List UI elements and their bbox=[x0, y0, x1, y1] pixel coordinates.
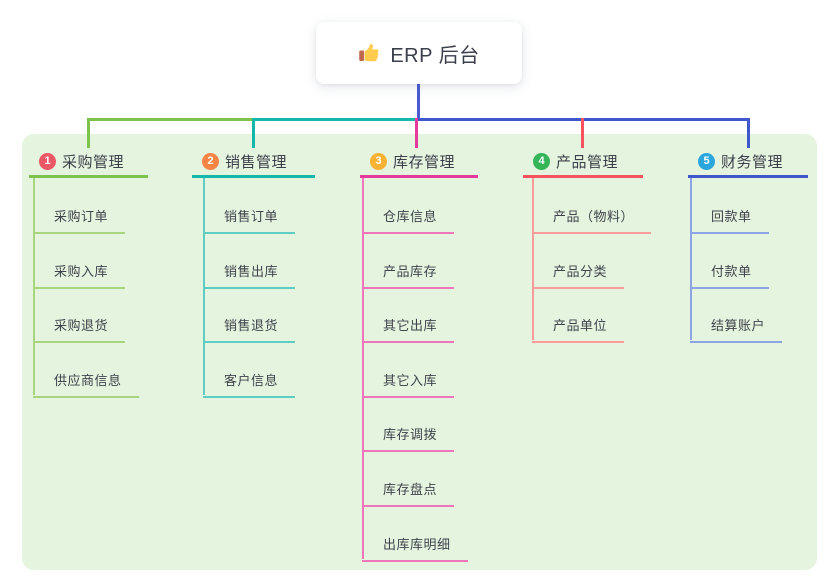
branch-node-finance[interactable]: 5 财务管理 bbox=[688, 147, 808, 178]
child-node[interactable]: 客户信息 bbox=[203, 370, 296, 398]
branch-label: 采购管理 bbox=[62, 153, 125, 171]
child-node[interactable]: 出库库明细 bbox=[362, 534, 468, 562]
child-node[interactable]: 采购订单 bbox=[33, 206, 126, 234]
branch-label: 财务管理 bbox=[721, 153, 784, 171]
connector-trunk-left bbox=[87, 118, 253, 121]
child-node[interactable]: 供应商信息 bbox=[33, 370, 139, 398]
branch-node-sales[interactable]: 2 销售管理 bbox=[192, 147, 315, 178]
connector-drop-branch5 bbox=[747, 118, 750, 148]
priority-2-icon: 2 bbox=[202, 152, 219, 170]
branch-label: 库存管理 bbox=[393, 153, 456, 171]
branch-label: 销售管理 bbox=[225, 153, 288, 171]
branch2-children-line bbox=[203, 178, 205, 395]
child-node[interactable]: 销售退货 bbox=[203, 315, 296, 343]
child-node[interactable]: 其它入库 bbox=[362, 370, 455, 398]
child-node[interactable]: 其它出库 bbox=[362, 315, 455, 343]
child-node[interactable]: 产品单位 bbox=[532, 315, 625, 343]
child-node[interactable]: 采购退货 bbox=[33, 315, 126, 343]
root-node-erp[interactable]: ERP 后台 bbox=[316, 22, 522, 84]
child-node[interactable]: 仓库信息 bbox=[362, 206, 455, 234]
connector-drop-branch1 bbox=[87, 118, 90, 148]
child-node[interactable]: 回款单 bbox=[690, 206, 769, 234]
child-node[interactable]: 库存调拨 bbox=[362, 424, 455, 452]
child-node[interactable]: 付款单 bbox=[690, 261, 769, 289]
child-node[interactable]: 销售出库 bbox=[203, 261, 296, 289]
branch5-children-line bbox=[690, 178, 692, 340]
branch3-children-line bbox=[362, 178, 364, 559]
child-node[interactable]: 库存盘点 bbox=[362, 479, 455, 507]
connector-trunk-mid bbox=[252, 118, 417, 121]
priority-4-icon: 4 bbox=[533, 152, 550, 170]
thumbs-up-icon bbox=[358, 42, 380, 64]
child-node[interactable]: 产品（物料） bbox=[532, 206, 652, 234]
branch-node-inventory[interactable]: 3 库存管理 bbox=[360, 147, 478, 178]
connector-drop-branch3 bbox=[415, 118, 418, 148]
branch-label: 产品管理 bbox=[556, 153, 619, 171]
child-node[interactable]: 产品库存 bbox=[362, 261, 455, 289]
connector-root-stem bbox=[417, 84, 420, 121]
priority-5-icon: 5 bbox=[698, 152, 715, 170]
child-node[interactable]: 结算账户 bbox=[690, 315, 783, 343]
branch1-children-line bbox=[33, 178, 35, 395]
child-node[interactable]: 销售订单 bbox=[203, 206, 296, 234]
connector-drop-branch2 bbox=[252, 118, 255, 148]
child-node[interactable]: 采购入库 bbox=[33, 261, 126, 289]
priority-3-icon: 3 bbox=[370, 152, 387, 170]
connector-drop-branch4 bbox=[581, 118, 584, 148]
branch-node-purchase[interactable]: 1 采购管理 bbox=[29, 147, 148, 178]
branch-node-product[interactable]: 4 产品管理 bbox=[523, 147, 643, 178]
priority-1-icon: 1 bbox=[39, 152, 56, 170]
child-node[interactable]: 产品分类 bbox=[532, 261, 625, 289]
branches-panel bbox=[22, 134, 817, 570]
root-title: ERP 后台 bbox=[390, 44, 480, 67]
branch4-children-line bbox=[532, 178, 534, 340]
